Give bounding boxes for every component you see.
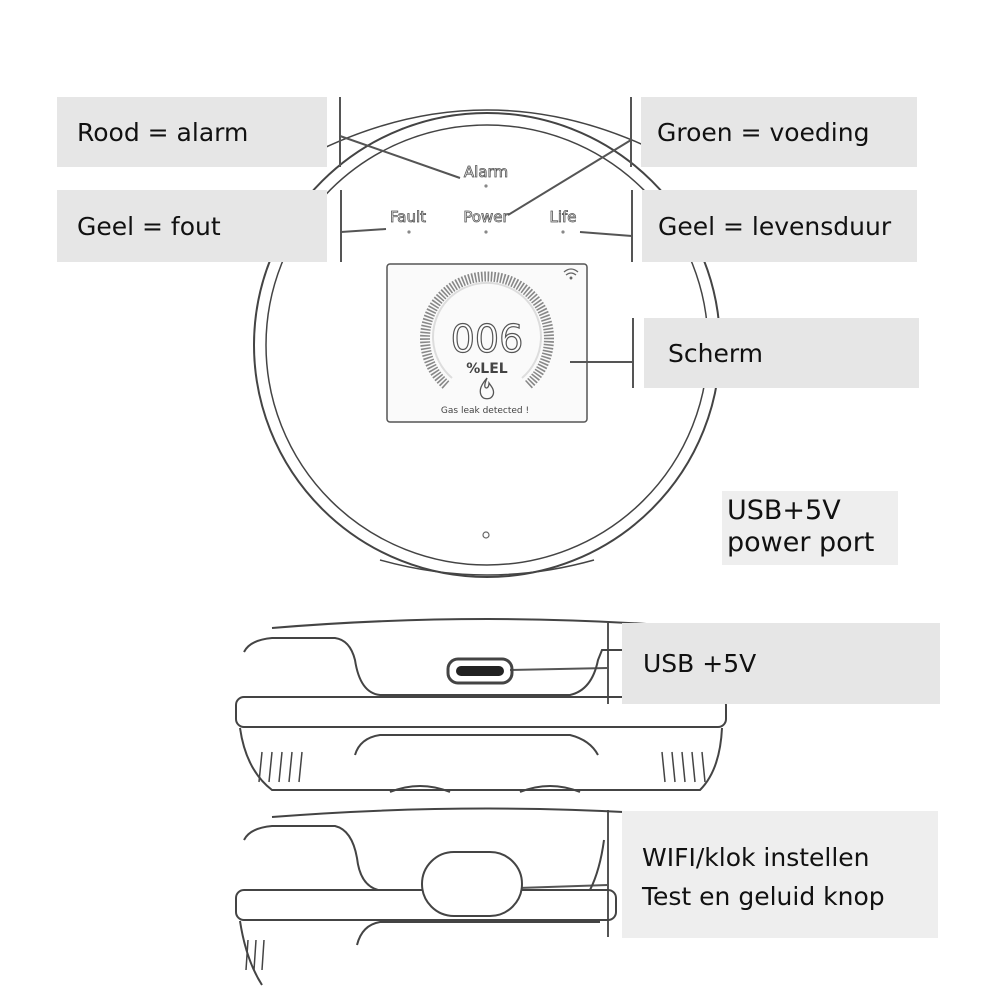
- callout-button-line2: Test en geluid knop: [642, 882, 885, 911]
- callout-yellow-life-text: Geel = levensduur: [658, 211, 892, 241]
- led-dots: [407, 184, 565, 234]
- sensor-hole: [482, 531, 490, 539]
- led-label-life: Life: [549, 208, 576, 226]
- callout-usb: USB +5V: [622, 623, 940, 704]
- callout-usb-power-port-line2: power port: [727, 527, 875, 558]
- callout-red-alarm-text: Rood = alarm: [77, 117, 249, 147]
- callout-usb-text: USB +5V: [643, 649, 757, 678]
- display-unit: %LEL: [466, 361, 508, 377]
- callout-yellow-fault-text: Geel = fout: [77, 211, 221, 241]
- display-screen: 006 %LEL Gas leak detected !: [386, 263, 588, 423]
- callout-usb-power-port-line1: USB+5V: [727, 495, 841, 526]
- callout-green-power: Groen = voeding: [641, 97, 917, 167]
- callout-screen-text: Scherm: [668, 338, 764, 368]
- led-label-power: Power: [463, 208, 509, 226]
- callout-yellow-fault: Geel = fout: [57, 190, 327, 262]
- led-label-alarm: Alarm: [464, 163, 508, 181]
- callout-red-alarm: Rood = alarm: [57, 97, 327, 167]
- callout-green-power-text: Groen = voeding: [657, 117, 870, 147]
- leader-lines: [339, 97, 634, 937]
- display-value: 006: [451, 317, 524, 361]
- display-message: Gas leak detected !: [441, 406, 529, 416]
- test-button[interactable]: [421, 851, 523, 917]
- flame-icon: [479, 377, 495, 400]
- wifi-icon: [563, 268, 579, 280]
- callout-yellow-life: Geel = levensduur: [642, 190, 917, 262]
- callout-screen: Scherm: [644, 318, 919, 388]
- callout-usb-power-port: USB+5V power port: [722, 491, 898, 565]
- led-label-fault: Fault: [390, 208, 426, 226]
- callout-button-line1: WIFI/klok instellen: [642, 843, 870, 872]
- callout-button: WIFI/klok instellen Test en geluid knop: [622, 811, 938, 938]
- gauge-ring: [420, 271, 554, 389]
